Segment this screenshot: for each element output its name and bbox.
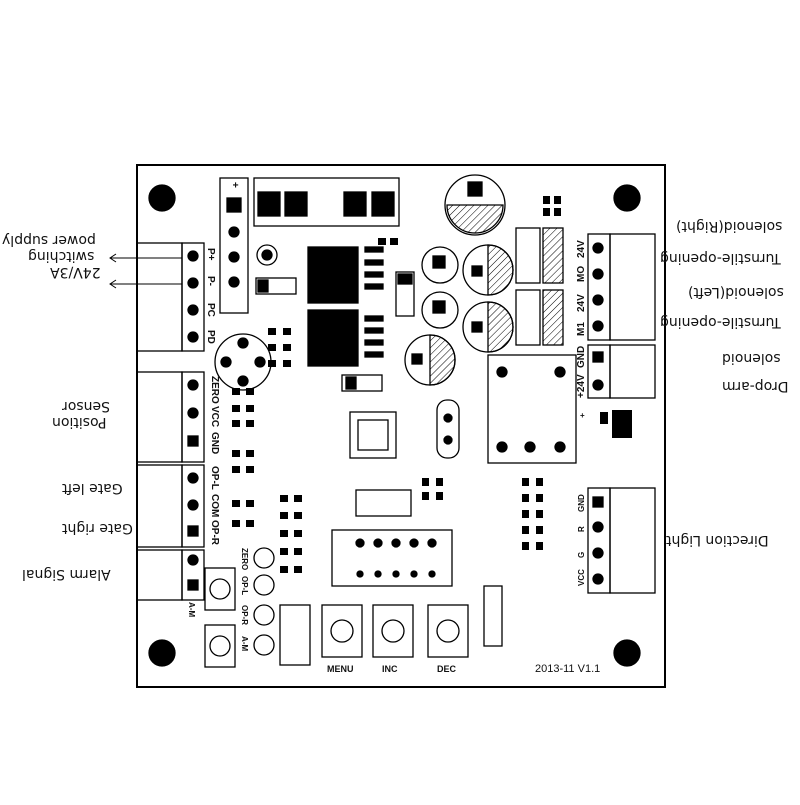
gate-connector	[136, 464, 205, 548]
microcontroller	[349, 411, 397, 459]
label-droparm-2: Drop-arm	[722, 378, 789, 394]
pin-p-plus: P+	[205, 248, 216, 261]
pin-alarm: A-M	[187, 602, 196, 618]
label-gate-left: Gate left	[62, 480, 123, 496]
label-direction: Direction Light	[666, 532, 769, 548]
droparm-connector	[587, 344, 656, 399]
pin-droparm-gnd: GND	[576, 345, 587, 368]
led-a-m: A-M	[240, 636, 249, 652]
version-label: 2013-11 V1.1	[535, 663, 601, 675]
pin-light-r: R	[577, 526, 586, 532]
pin-m1: M1	[576, 322, 587, 336]
label-turnstile-right-1: solenoid(Right)	[676, 218, 783, 234]
small-plus: +	[580, 411, 585, 420]
led-op-l: OP-L	[240, 576, 249, 596]
turnstile-connector	[587, 233, 656, 341]
mount-hole	[148, 639, 176, 667]
led-op-r: OP-R	[240, 605, 249, 625]
label-power-line3: 24V/3A	[50, 264, 101, 280]
button-label-menu: MENU	[327, 664, 354, 674]
pin-p-minus: P-	[205, 276, 216, 286]
alarm-connector	[136, 549, 205, 601]
pin-pd: PD	[205, 330, 216, 344]
pin-op-l: OP-L	[209, 466, 220, 490]
label-power-line2: switching	[28, 248, 95, 264]
label-gate-right: Gate right	[62, 520, 133, 536]
label-turnstile-left-1: solenoid(Left)	[688, 284, 784, 300]
mount-hole	[148, 184, 176, 212]
label-alarm: Alarm Signal	[22, 566, 111, 582]
leader-lines	[109, 253, 182, 289]
label-turnstile-left-2: Turnstile-opening	[660, 314, 781, 330]
power-connector	[136, 242, 205, 352]
button-footprints	[204, 567, 469, 668]
pin-plus24v: +24V	[576, 374, 587, 398]
button-label-inc: INC	[382, 664, 398, 674]
mosfet-chips	[307, 246, 384, 367]
label-position-line1: Sensor	[62, 398, 110, 414]
pin-com: COM	[209, 494, 220, 518]
pin-zero: ZERO	[209, 376, 220, 404]
pin-pc: PC	[205, 303, 216, 317]
pin-mo: MO	[576, 265, 587, 282]
label-turnstile-right-2: Turnstile-opening	[660, 250, 781, 266]
pin-light-vcc: VCC	[577, 569, 586, 586]
pin-24v-b: 24V	[576, 294, 587, 312]
mount-hole	[613, 184, 641, 212]
pin-light-gnd: GND	[577, 494, 586, 512]
relay	[487, 354, 577, 464]
smd-pads	[232, 196, 632, 573]
led-zero: ZERO	[240, 548, 249, 571]
label-droparm-1: solenoid	[722, 350, 781, 366]
relay-block	[253, 177, 400, 227]
pin-vcc: VCC	[209, 406, 220, 428]
top-header	[219, 177, 249, 314]
big-capacitor	[444, 174, 506, 236]
pin-light-g: G	[577, 551, 586, 558]
label-power-line1: power supply	[2, 232, 96, 248]
label-position-line2: Position	[52, 414, 107, 430]
top-plus: +	[229, 182, 240, 188]
sensor-connector	[136, 371, 205, 463]
light-connector	[587, 487, 656, 594]
pin-24v-a: 24V	[576, 240, 587, 258]
pin-gnd: GND	[209, 432, 220, 455]
mount-hole	[613, 639, 641, 667]
pin-op-r: OP-R	[209, 520, 220, 545]
button-label-dec: DEC	[437, 664, 457, 674]
